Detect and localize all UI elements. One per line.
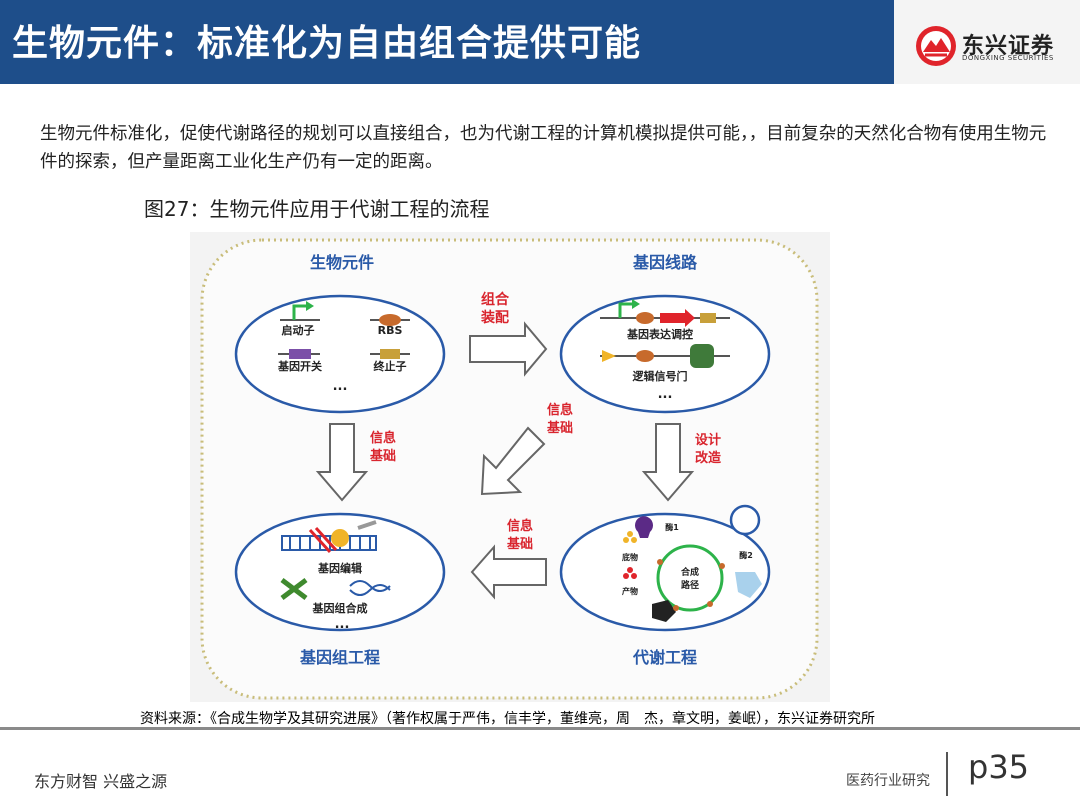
diagram-label: 底物 — [621, 552, 638, 562]
diagram-label: 装配 — [480, 309, 509, 326]
circuit-ellipse — [559, 294, 771, 414]
logic-gate-icon — [690, 344, 714, 368]
intro-paragraph: 生物元件标准化，促使代谢路径的规划可以直接组合，也为代谢工程的计算机模拟提供可能… — [40, 124, 1047, 172]
dna-helix-icon — [349, 580, 391, 596]
logo-text-en: DONGXING SECURITIES — [962, 54, 1054, 62]
diagram-label: 产物 — [622, 586, 638, 596]
promoter-icon-2 — [618, 302, 634, 318]
promoter-icon — [292, 304, 308, 320]
diagram-label: 基因组合成 — [312, 601, 368, 615]
header-bar — [0, 0, 894, 84]
metabolic-ellipse — [559, 512, 771, 632]
diagram-label: 酶2 — [739, 550, 753, 560]
enzyme1-icon — [635, 516, 653, 538]
node-title-parts: 生物元件 — [310, 253, 374, 272]
chromosome-icon — [280, 578, 308, 600]
rbs-icon — [379, 314, 401, 326]
diagram-label: ... — [335, 617, 350, 632]
footer-divider — [946, 752, 948, 796]
node-title-metabolic: 代谢工程 — [632, 648, 697, 667]
arrow-info-diag — [480, 426, 546, 496]
diagram-label: 设计 — [695, 432, 721, 448]
diagram-label: 基因编辑 — [317, 561, 362, 575]
diagram-label: 基础 — [546, 420, 573, 436]
gene-arrow-icon — [660, 309, 695, 327]
diagram-label: 基因表达调控 — [626, 327, 693, 341]
diagram-label: 逻辑信号门 — [633, 369, 688, 383]
diagram-label: 组合 — [481, 291, 510, 308]
node-title-genome: 基因组工程 — [299, 648, 380, 667]
parts-ellipse — [234, 294, 446, 414]
diagram-label: ... — [333, 379, 348, 394]
diagram-label: 启动子 — [282, 323, 315, 337]
arrow-combine — [469, 321, 548, 377]
diagram-label: 路径 — [681, 579, 699, 591]
footer-section: 医药行业研究 — [846, 773, 930, 789]
diagram-label: 改造 — [695, 450, 722, 466]
enzyme2-icon — [735, 572, 762, 598]
figure-caption: 图27：生物元件应用于代谢工程的流程 — [144, 197, 490, 221]
dongxing-logo-icon — [916, 26, 956, 66]
diagram-label: 基础 — [369, 448, 396, 464]
terminator-icon — [380, 349, 400, 359]
diagram-label: 信息 — [507, 518, 533, 534]
diagram-label: 信息 — [547, 402, 573, 418]
diagram-label: ... — [658, 387, 673, 402]
arrow-design — [641, 423, 695, 502]
diagram-label: 基础 — [506, 536, 533, 552]
diagram-label: 合成 — [681, 566, 699, 578]
logo-text-cn: 东兴证券 — [962, 34, 1055, 59]
arrow-info-left — [315, 423, 369, 502]
arrow-info-bottom — [470, 544, 547, 600]
footer-rule — [0, 727, 1080, 730]
diagram-label: 终止子 — [374, 359, 407, 373]
genome-ellipse — [234, 512, 446, 632]
diagram-label: 基因开关 — [277, 359, 322, 373]
page-number: p35 — [968, 748, 1030, 786]
pathway-ring — [656, 544, 724, 612]
diagram-label: 信息 — [370, 430, 396, 446]
product-protein-icon — [652, 600, 676, 622]
cas-protein-icon — [331, 529, 349, 547]
gene-switch-icon — [289, 349, 311, 359]
metabolic-flow-diagram: 生物元件 基因线路 基因组工程 代谢工程 启动子 RBS 基因开关 终止子 ..… — [190, 232, 830, 702]
diagram-label: 酶1 — [665, 522, 679, 532]
page-title: 生物元件：标准化为自由组合提供可能 — [12, 23, 642, 64]
diagram-label: RBS — [378, 324, 403, 337]
source-note: 资料来源：《合成生物学及其研究进展》（著作权属于严伟，信丰学，董维亮，周 杰，章… — [140, 711, 875, 727]
footer-slogan: 东方财智 兴盛之源 — [34, 772, 168, 791]
node-title-circuit: 基因线路 — [632, 253, 698, 272]
